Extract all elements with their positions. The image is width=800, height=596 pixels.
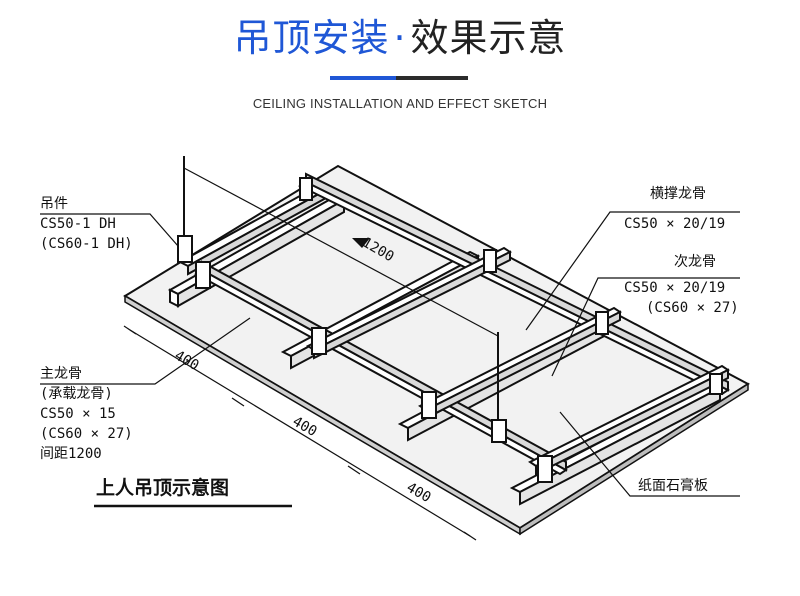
- title-rest: 效果示意: [410, 16, 567, 60]
- secondary-keel-label: 次龙骨: [674, 254, 716, 270]
- hanger-spec-alt: (CS60-1 DH): [40, 236, 133, 252]
- dimension-400-3: 400: [404, 480, 434, 507]
- main-keel-label: 主龙骨: [40, 366, 82, 382]
- main-keel-alt-label: (承载龙骨): [40, 386, 113, 402]
- connector-clip: [195, 177, 723, 483]
- main-keel-spec: CS50 × 15: [40, 406, 116, 422]
- main-keel-spec-alt: (CS60 × 27): [40, 426, 133, 442]
- hanger-spec: CS50-1 DH: [40, 216, 116, 232]
- span-line: [183, 167, 499, 337]
- title-underline-dark: [396, 76, 468, 80]
- leader-lines: [40, 211, 740, 497]
- page-header: 吊顶安装·效果示意 CEILING INSTALLATION AND EFFEC…: [0, 0, 800, 120]
- title-highlight: 吊顶安装: [233, 16, 390, 60]
- cross-brace-label: 横撑龙骨: [650, 186, 706, 202]
- secondary-keel-spec: CS50 × 20/19: [624, 280, 725, 296]
- secondary-keel-spec-alt: (CS60 × 27): [646, 300, 739, 316]
- cross-brace-spec: CS50 × 20/19: [624, 216, 725, 232]
- span-arrowhead: [352, 238, 370, 248]
- hanger-label: 吊件: [40, 196, 68, 212]
- page-subtitle: CEILING INSTALLATION AND EFFECT SKETCH: [252, 96, 548, 111]
- title-separator: ·: [393, 16, 407, 60]
- gypsum-board-label: 纸面石膏板: [638, 477, 708, 494]
- gypsum-board-edge-right: [519, 382, 749, 536]
- page-title: 吊顶安装·效果示意: [0, 14, 800, 62]
- cross-brace: [418, 306, 622, 420]
- main-keel-spacing: 间距1200: [40, 446, 102, 462]
- hanger: [177, 156, 507, 443]
- dimension-line: [123, 325, 477, 541]
- cross-brace: [528, 364, 730, 476]
- title-underline-accent: [330, 76, 396, 80]
- cross-brace: [306, 246, 512, 360]
- diagram-caption: 上人吊顶示意图: [96, 476, 229, 499]
